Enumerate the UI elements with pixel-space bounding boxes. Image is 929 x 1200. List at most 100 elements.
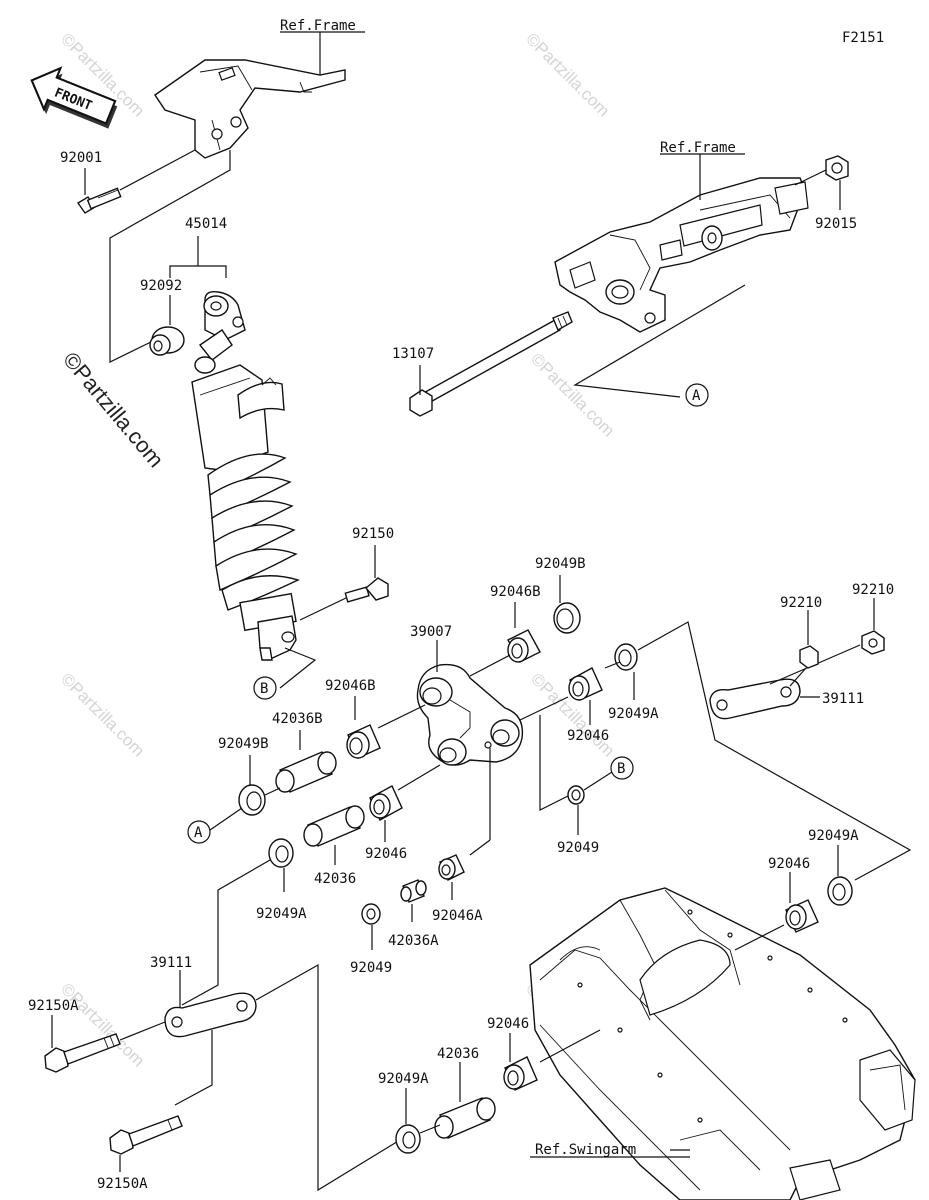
part-label: 92046	[768, 856, 810, 872]
part-label: 92049	[350, 960, 392, 976]
bolt-92150A-top	[44, 1033, 121, 1073]
callout-b-left: B	[253, 676, 277, 700]
callout-letter: B	[260, 681, 268, 697]
bearing-92046B-upper	[507, 629, 541, 663]
part-label: 92150	[352, 526, 394, 542]
callout-letter: B	[617, 761, 625, 777]
leader-line	[397, 764, 441, 791]
leader-line	[299, 597, 347, 621]
watermark-text: ©Partzilla.com	[57, 669, 148, 760]
rocker-arm-39007	[416, 663, 524, 766]
collar-42036-mid	[303, 805, 365, 847]
part-label: 92049A	[256, 906, 307, 922]
leader-line	[794, 169, 827, 186]
part-label: 39111	[822, 691, 864, 707]
leader-line	[119, 1021, 166, 1041]
part-label: 92049A	[378, 1071, 429, 1087]
part-label: 92150A	[28, 998, 79, 1014]
part-label: 42036	[314, 871, 356, 887]
leader-line	[109, 150, 231, 363]
collar-42036A	[400, 879, 427, 903]
leader-line	[209, 807, 243, 831]
frame-right-section	[554, 177, 809, 333]
leader-line	[539, 715, 571, 811]
seal-92049A-bottom	[395, 1124, 421, 1154]
part-label: 92001	[60, 150, 102, 166]
part-label: 92049	[557, 840, 599, 856]
bolt-92150A-bottom	[109, 1115, 183, 1155]
seal-92049B-upper	[553, 602, 581, 634]
part-label: 39111	[150, 955, 192, 971]
nut-92015	[825, 155, 849, 181]
bearing-92046-right	[785, 899, 819, 933]
seal-92049A-right	[827, 876, 853, 906]
part-label: 13107	[392, 346, 434, 362]
pivot-shaft-13107	[409, 311, 573, 417]
part-label: 92210	[780, 595, 822, 611]
part-label: 92049B	[218, 736, 269, 752]
leader-line	[573, 284, 746, 398]
watermark-text-bold: ©Partzilla.com	[58, 347, 169, 472]
leader-line	[469, 839, 491, 856]
seal-92049B-left	[238, 784, 266, 816]
front-direction-arrow: FRONT	[30, 66, 118, 129]
leader-line	[519, 696, 569, 721]
swingarm	[529, 887, 916, 1200]
seal-92049-lower	[361, 903, 381, 925]
part-label: 39007	[410, 624, 452, 640]
part-label: 92210	[852, 582, 894, 598]
part-label: 92150A	[97, 1176, 148, 1192]
frame-top-bracket	[154, 59, 346, 159]
collar-42036B	[275, 751, 337, 793]
leader-line	[181, 859, 271, 1006]
seal-92049A-mid	[614, 643, 638, 671]
part-label: 92046	[487, 1016, 529, 1032]
watermark-layer: ©Partzilla.com ©Partzilla.com ©Partzilla…	[57, 29, 618, 1070]
part-label: 92092	[140, 278, 182, 294]
bolt-92150	[344, 577, 389, 603]
tie-rod-39111-left	[164, 992, 257, 1038]
leader-line	[469, 654, 511, 677]
part-label: 92046B	[490, 584, 541, 600]
leader-line	[174, 1030, 213, 1106]
leader-line	[734, 924, 785, 951]
leader-line	[604, 661, 621, 669]
part-label: 92046	[365, 846, 407, 862]
part-label: 45014	[185, 216, 227, 232]
bearing-92046-lower	[369, 785, 403, 821]
figure-id: F2151	[842, 30, 884, 46]
leader-line	[279, 647, 317, 689]
nut-92210-left	[799, 645, 819, 669]
leader-line	[419, 1124, 441, 1134]
part-label: 42036B	[272, 711, 323, 727]
rear-shock-absorber-45014	[191, 290, 300, 661]
part-label: 92049A	[608, 706, 659, 722]
bolt-92001	[76, 187, 122, 214]
callout-b-right: B	[610, 756, 634, 780]
collar-42036-bottom	[434, 1097, 496, 1139]
callout-letter: A	[194, 825, 203, 841]
bearing-92046-mid	[568, 667, 603, 701]
part-label: 42036A	[388, 933, 439, 949]
nut-92210-right	[861, 630, 885, 655]
collar-92092	[149, 326, 185, 356]
leader-line	[637, 621, 912, 881]
part-label: 92046B	[325, 678, 376, 694]
part-label: 92015	[815, 216, 857, 232]
ref-frame-right-label: Ref.Frame	[660, 140, 736, 156]
callout-a-left: A	[187, 820, 211, 844]
leader-line	[377, 704, 426, 729]
watermark-text: ©Partzilla.com	[527, 349, 618, 440]
seal-92049A-left	[268, 838, 294, 868]
leader-line	[789, 667, 807, 687]
leader-line	[583, 771, 613, 791]
bearing-92046A	[438, 854, 465, 881]
part-label: 42036	[437, 1046, 479, 1062]
bearing-92046-bottom	[503, 1056, 538, 1091]
leader-line	[255, 963, 401, 1192]
ref-swingarm-label: Ref.Swingarm	[535, 1142, 636, 1158]
part-label: 92046A	[432, 908, 483, 924]
callout-a-top: A	[685, 383, 709, 407]
callout-letter: A	[692, 388, 701, 404]
part-label: 92049A	[808, 828, 859, 844]
